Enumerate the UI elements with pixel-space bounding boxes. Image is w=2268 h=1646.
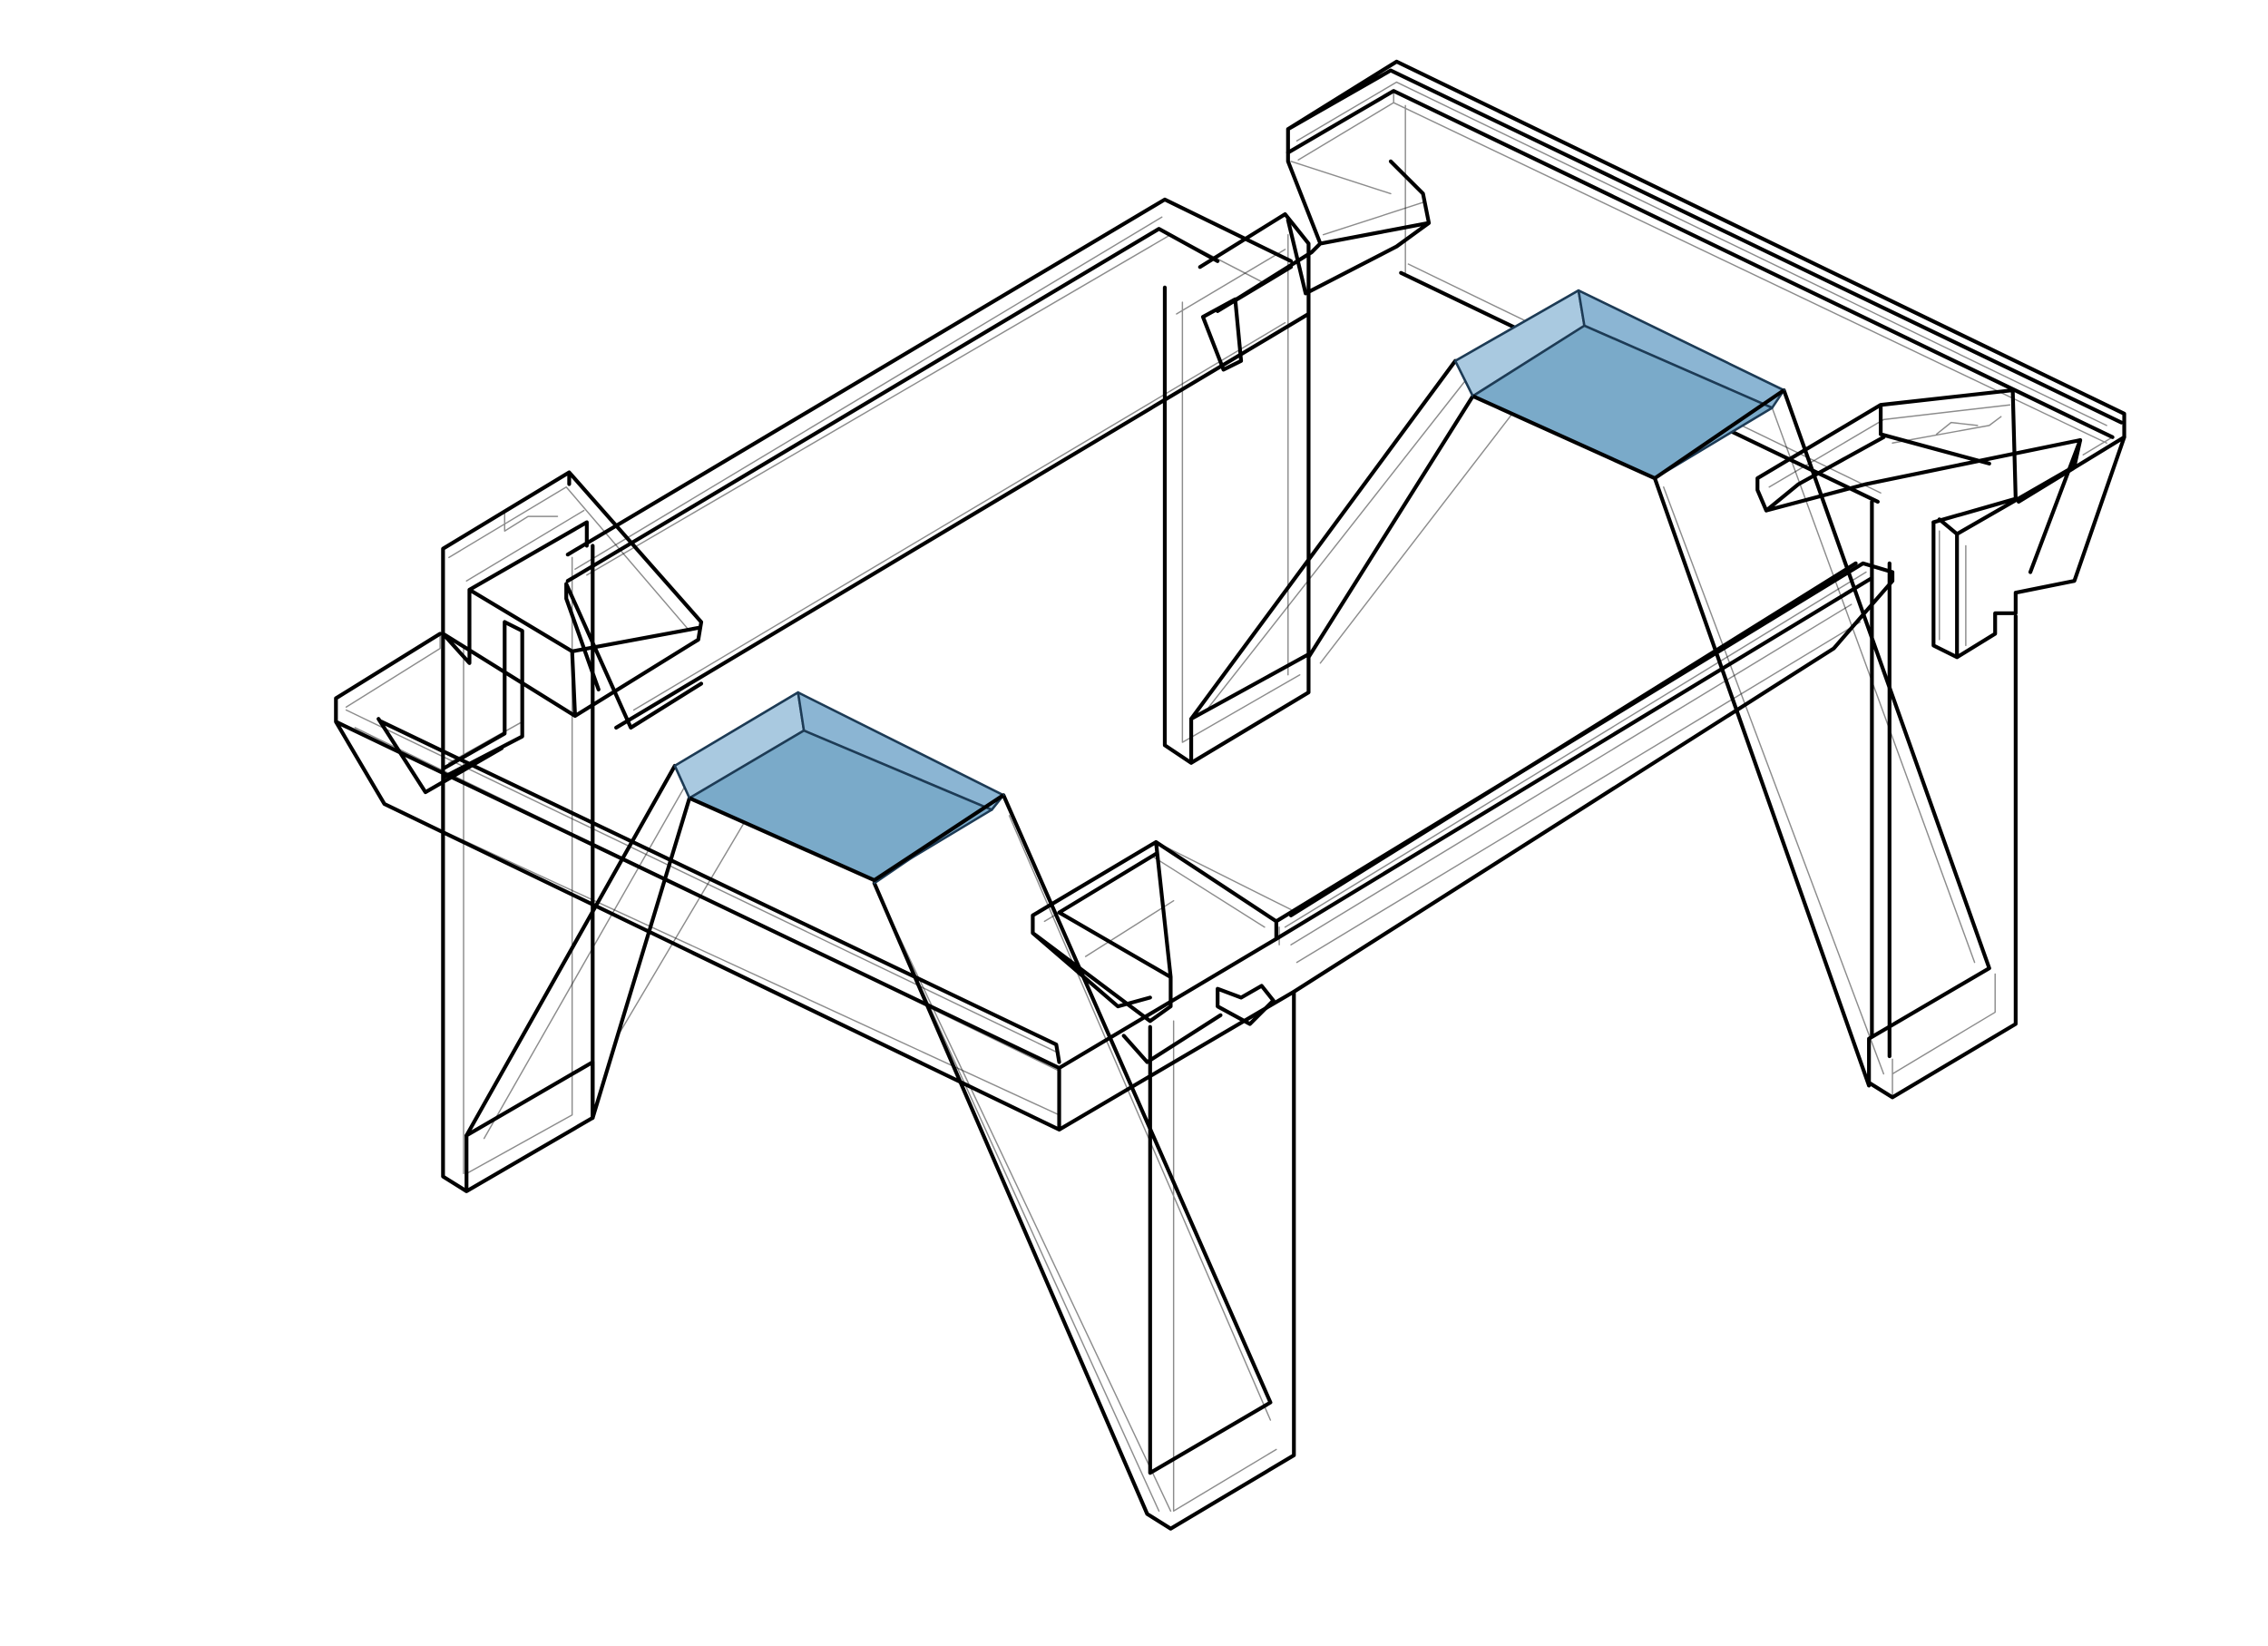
back-right-bracket [1200, 151, 1432, 372]
right-leg-cap-edge [1471, 388, 1785, 481]
front-left-leg [441, 544, 595, 1193]
leg-caps [673, 289, 1785, 885]
right-corner-bracket [1755, 387, 2126, 1059]
right-leg-cap [1453, 289, 1785, 481]
left-corner-bracket [441, 470, 704, 730]
back-middle-leg [1162, 211, 1311, 765]
front-corner-bracket [1031, 839, 1292, 1064]
right-rail [1274, 561, 1895, 994]
left-leg-cap-edge [689, 793, 1005, 883]
front-rail [334, 632, 1296, 1132]
left-splayed-leg [464, 720, 1296, 1531]
left-leg-cap [673, 691, 1005, 885]
left-rail [565, 197, 1311, 730]
